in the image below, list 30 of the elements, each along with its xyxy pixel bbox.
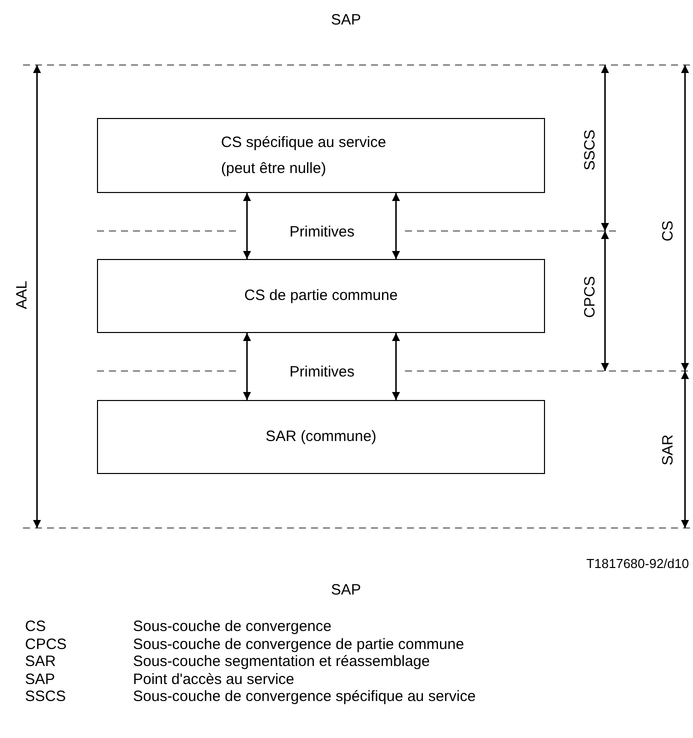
abbreviation: CS: [25, 618, 46, 635]
double-arrow: [392, 333, 400, 400]
abbreviation: SAR: [25, 653, 56, 670]
layer-name: CS de partie commune: [244, 286, 398, 306]
dimension-label: SAR: [660, 434, 676, 466]
layer-box: [97, 400, 545, 474]
layer-name: SAR (commune): [266, 427, 376, 447]
access-point-label: SAP: [331, 12, 361, 28]
definition: Sous-couche de convergence de partie commune: [133, 636, 464, 653]
layer-name: CS spécifique au service (peut être nulle): [221, 132, 388, 178]
abbreviation: CPCS: [25, 636, 67, 653]
abbreviation: SAP: [25, 671, 56, 688]
layer-box: [97, 118, 545, 193]
dimension-label: SSCS: [582, 130, 598, 170]
interface-label: Primitives: [290, 364, 354, 380]
double-arrow: [392, 193, 400, 259]
definition: Sous-couche de convergence: [133, 618, 332, 635]
dimension-label: AAL: [14, 280, 30, 310]
layer-box: [97, 259, 545, 333]
definition: Point d'accès au service: [133, 671, 294, 688]
definition: Sous-couche de convergence spécifique au service: [133, 688, 476, 705]
interface-label: Primitives: [290, 224, 354, 240]
double-arrow: [243, 193, 251, 259]
double-arrow: [243, 333, 251, 400]
access-point-label: SAP: [331, 582, 361, 598]
figure-code: T1817680-92/d10: [586, 556, 689, 571]
dimension-label: CS: [660, 220, 676, 242]
dimension-label: CPCS: [582, 276, 598, 318]
abbreviation: SSCS: [25, 688, 66, 705]
definition: Sous-couche segmentation et réassemblage: [133, 653, 430, 670]
